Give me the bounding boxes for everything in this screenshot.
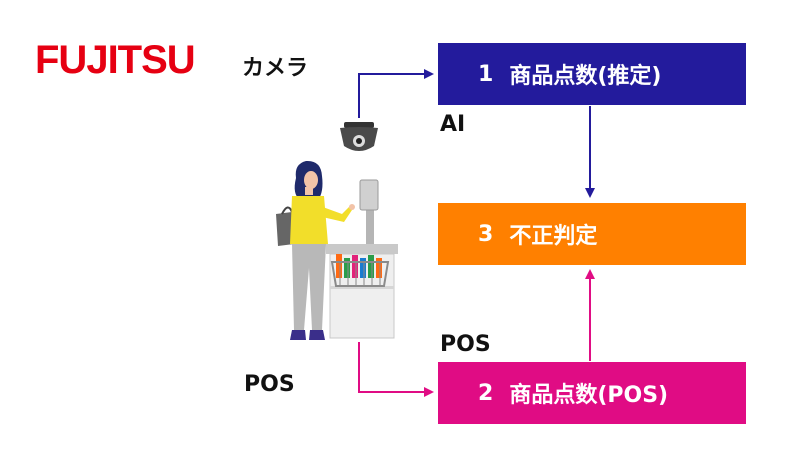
pos-label-left: POS (244, 372, 295, 397)
camera-label: カメラ (242, 56, 309, 81)
register-to-pos-arrow (358, 342, 434, 397)
pos-box-text: 商品点数(POS) (509, 383, 669, 408)
pos-box-number: 2 (478, 380, 494, 406)
fraud-box-text: 不正判定 (509, 224, 598, 249)
estimate-count-box: 1 商品点数(推定) (438, 43, 746, 105)
camera-to-estimate-arrow (358, 69, 434, 118)
shopping-basket-icon (330, 254, 390, 287)
ai-label: AI (440, 112, 466, 137)
pos-count-box: 2 商品点数(POS) (438, 362, 746, 424)
security-camera-icon (340, 122, 378, 151)
logo-text: FUJITSU (35, 38, 196, 82)
fujitsu-logo: FUJITSU (35, 38, 196, 82)
fraud-judgement-box: 3 不正判定 (438, 203, 746, 265)
estimate-box-text: 商品点数(推定) (509, 64, 662, 89)
fraud-box-number: 3 (478, 221, 494, 247)
shopper-person-icon (276, 160, 355, 340)
estimate-box-number: 1 (478, 61, 494, 87)
pos-label-above-box: POS (440, 332, 491, 357)
